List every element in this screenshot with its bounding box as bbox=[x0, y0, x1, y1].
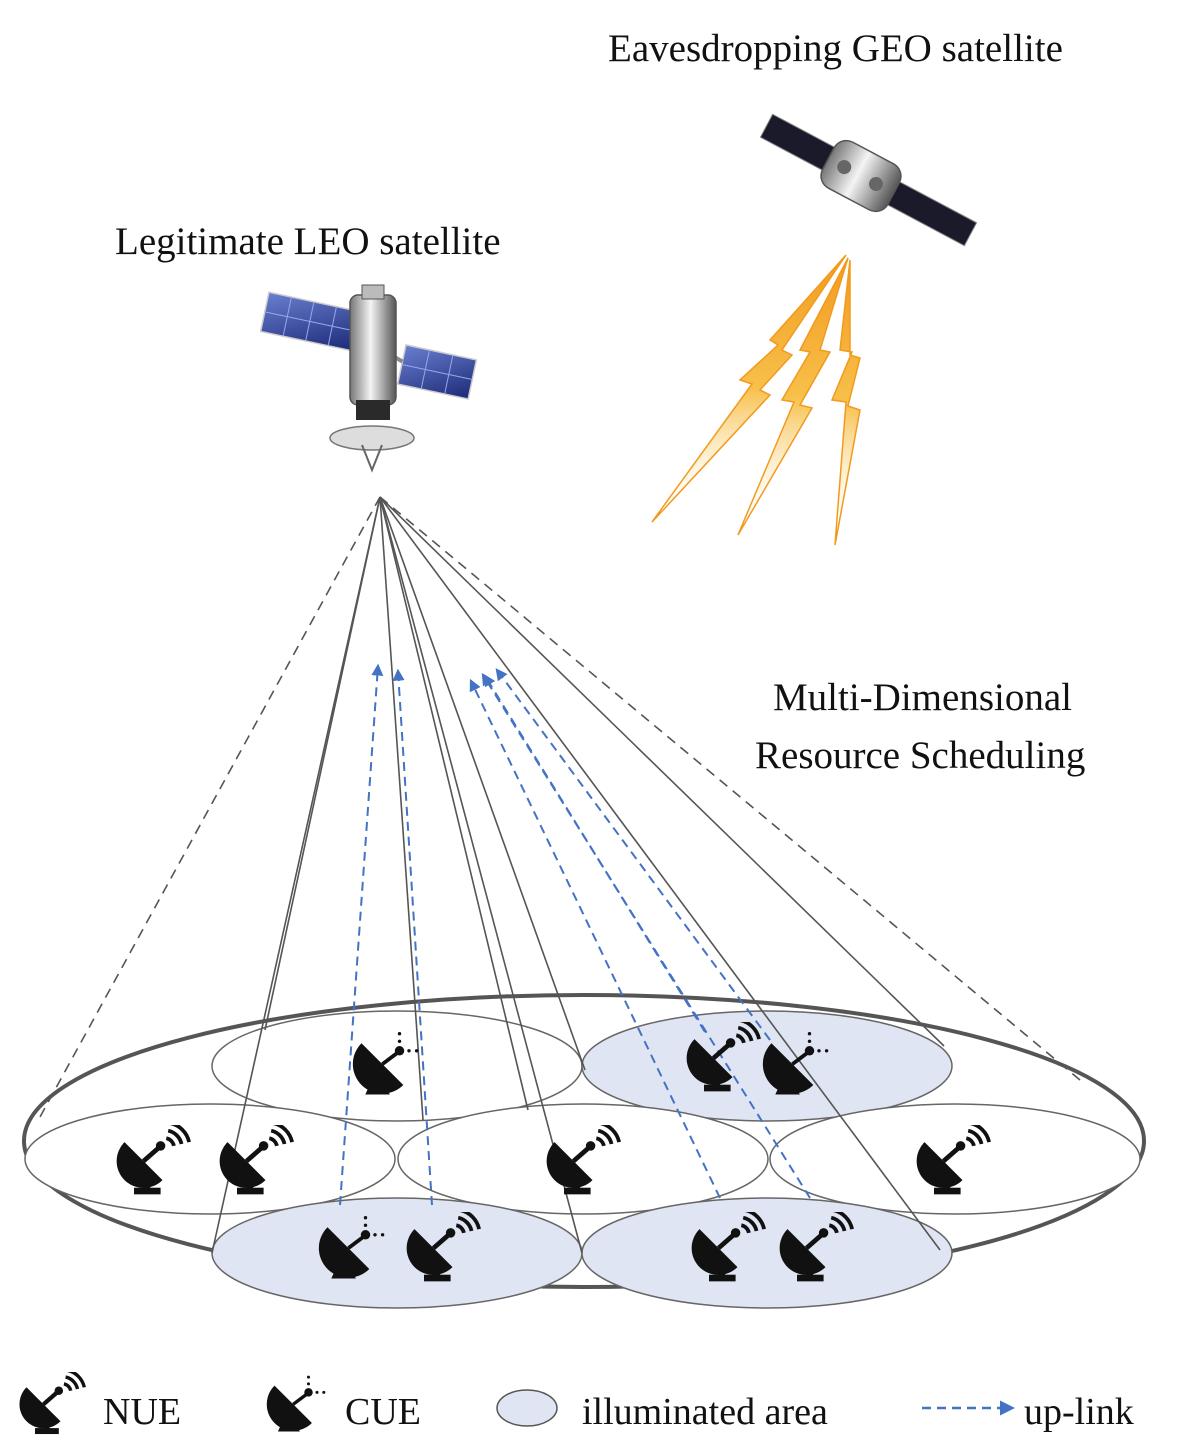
legend-nue-label: NUE bbox=[103, 1391, 182, 1433]
coverage-area bbox=[22, 993, 1146, 1289]
uplink-arrow bbox=[469, 678, 721, 1199]
beam-cell-bottom-left bbox=[211, 1197, 583, 1309]
legend bbox=[19, 1370, 1015, 1434]
leo-satellite-icon bbox=[259, 284, 478, 473]
beam-cell-mid-right bbox=[769, 1103, 1141, 1215]
legend-uplink-label: up-link bbox=[1024, 1391, 1134, 1433]
beam-cell-mid-center bbox=[397, 1103, 769, 1215]
uplinks bbox=[339, 663, 811, 1206]
beam-cell-bottom-right bbox=[581, 1197, 953, 1309]
legend-nue-icon bbox=[19, 1370, 84, 1434]
geo-satellite-icon bbox=[759, 113, 978, 247]
eavesdropping-signal bbox=[651, 254, 861, 546]
scheduling-label-line2: Resource Scheduling bbox=[755, 734, 1086, 777]
legend-cue-label: CUE bbox=[345, 1391, 421, 1433]
beam-cell-mid-left bbox=[24, 1103, 396, 1215]
beam-lines bbox=[39, 496, 1081, 1254]
legend-cue-icon bbox=[266, 1373, 328, 1434]
scheduling-label-line1: Multi-Dimensional bbox=[773, 676, 1072, 719]
leo-satellite-label: Legitimate LEO satellite bbox=[115, 220, 501, 263]
uplink-arrow bbox=[495, 668, 771, 1041]
uplink-arrow bbox=[392, 668, 433, 1206]
uplink-arrow bbox=[483, 673, 706, 1033]
uplink-arrow bbox=[339, 663, 384, 1206]
legend-illuminated-label: illuminated area bbox=[582, 1391, 828, 1433]
geo-satellite-label: Eavesdropping GEO satellite bbox=[608, 27, 1063, 70]
legend-illuminated-swatch bbox=[496, 1389, 558, 1427]
beam-cells bbox=[24, 1010, 1141, 1309]
